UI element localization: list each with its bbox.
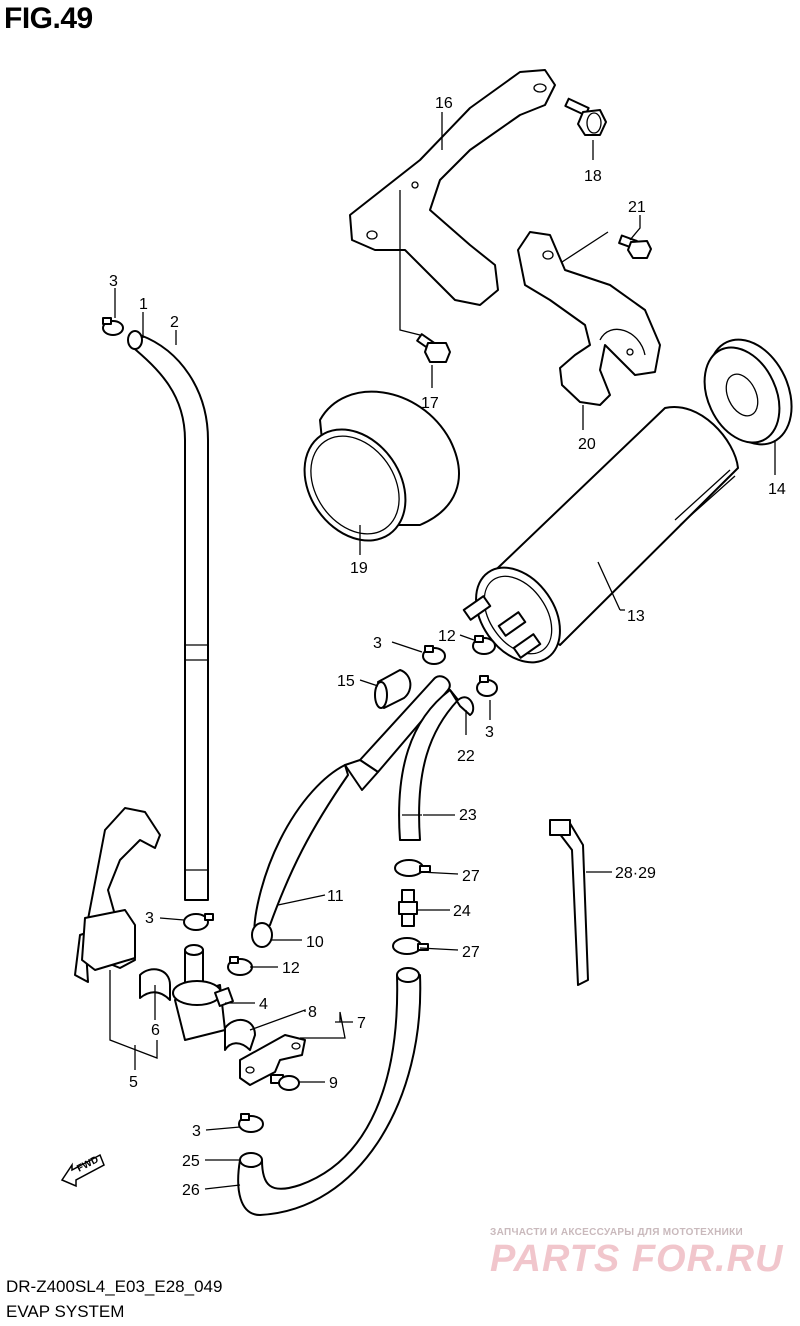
- callout-24: 24: [453, 903, 471, 920]
- callout-13: 13: [627, 608, 645, 625]
- clamp-3e: [238, 1113, 264, 1133]
- callout-5: 5: [129, 1074, 138, 1091]
- hose-11: [251, 675, 451, 948]
- callout-12-bottom: 12: [282, 960, 300, 977]
- bolt-17: [416, 333, 451, 363]
- callout-15: 15: [337, 673, 355, 690]
- callout-7: 7: [357, 1015, 366, 1032]
- callout-28-29: 28·29: [615, 865, 656, 882]
- callout-8: 8: [308, 1004, 317, 1021]
- figure-name: EVAP SYSTEM: [6, 1302, 125, 1321]
- callout-4: 4: [259, 996, 268, 1013]
- plug-15: [374, 669, 412, 709]
- callout-12-top: 12: [438, 628, 456, 645]
- callout-9: 9: [329, 1075, 338, 1092]
- callout-23: 23: [459, 807, 477, 824]
- callout-3-right: 3: [485, 724, 494, 741]
- clamp-12b: [227, 956, 253, 976]
- callout-2: 2: [170, 314, 179, 331]
- callout-16: 16: [435, 95, 453, 112]
- figure-title: FIG.49: [4, 2, 93, 35]
- callout-10: 10: [306, 934, 324, 951]
- tie-28-29: [549, 819, 589, 986]
- clamp-7: [239, 1034, 306, 1086]
- clamp-3b: [183, 913, 214, 931]
- callout-21: 21: [628, 199, 646, 216]
- clamp-3a: [102, 317, 124, 336]
- hose-23: [398, 689, 475, 841]
- callout-26: 26: [182, 1182, 200, 1199]
- watermark-logo: PARTS FOR.RU: [490, 1238, 784, 1280]
- hose-2: [127, 330, 209, 901]
- callout-22: 22: [457, 748, 475, 765]
- callout-14: 14: [768, 481, 786, 498]
- callout-3-left: 3: [145, 910, 154, 927]
- ring-14: [703, 338, 793, 446]
- callouts: 16 18 21 17 20 14 19 13 3 1 2 3 12 15 3 …: [109, 95, 786, 1199]
- callout-3-bottom: 3: [192, 1123, 201, 1140]
- clamp-3d: [476, 675, 498, 697]
- bracket-5: [74, 807, 161, 983]
- callout-27-bottom: 27: [462, 944, 480, 961]
- callout-19: 19: [350, 560, 368, 577]
- callout-11: 11: [327, 888, 344, 905]
- fwd-arrow-icon: FWD: [60, 1153, 105, 1188]
- canister-13: [462, 405, 739, 664]
- bracket-20: [517, 231, 661, 406]
- cap-19: [303, 390, 460, 542]
- clamp-27a: [394, 859, 431, 877]
- bolt-18: [564, 97, 607, 136]
- pad-6: [139, 968, 171, 1001]
- callout-17: 17: [421, 395, 439, 412]
- callout-18: 18: [584, 168, 602, 185]
- watermark-tagline: ЗАПЧАСТИ И АКСЕССУАРЫ ДЛЯ МОТОТЕХНИКИ: [490, 1227, 743, 1238]
- callout-20: 20: [578, 436, 596, 453]
- clamp-3c: [422, 645, 446, 665]
- bolt-21: [618, 234, 652, 259]
- callout-3-mid: 3: [373, 635, 382, 652]
- valve-4: [172, 944, 234, 1041]
- callout-25: 25: [182, 1153, 200, 1170]
- clamp-12a: [472, 635, 496, 655]
- joint-24: [398, 889, 418, 927]
- callout-27-top: 27: [462, 868, 480, 885]
- bracket-16: [349, 69, 556, 306]
- screw-9: [270, 1074, 300, 1091]
- callout-3-top: 3: [109, 273, 118, 290]
- figure-code: DR-Z400SL4_E03_E28_049: [6, 1277, 223, 1296]
- callout-6: 6: [151, 1022, 160, 1039]
- pad-8: [224, 1019, 256, 1051]
- callout-1: 1: [139, 296, 148, 313]
- clamp-27b: [392, 937, 429, 955]
- leader-lines: [109, 112, 776, 1190]
